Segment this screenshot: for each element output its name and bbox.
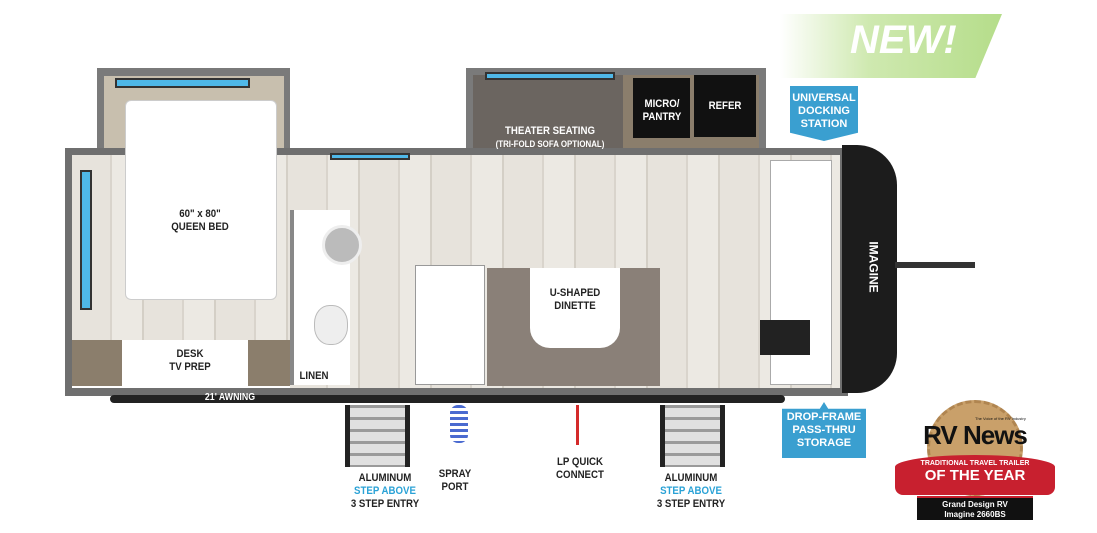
awning-label: 21' AWNING — [204, 392, 256, 403]
shower — [415, 265, 485, 385]
awning — [110, 395, 785, 403]
bed-type: QUEEN BED — [171, 221, 229, 233]
spray-text: SPRAY — [438, 468, 472, 480]
award-line-2: OF THE YEAR — [924, 467, 1026, 484]
toilet — [314, 305, 348, 345]
step-text: ALUMINUM — [358, 472, 412, 484]
micro-text-2: PANTRY — [642, 111, 682, 123]
docking-text: STATION — [800, 118, 848, 130]
sink — [322, 225, 362, 265]
bed-size: 60" x 80" — [179, 208, 221, 220]
model-line-2: Imagine 2660BS — [944, 510, 1006, 519]
tv-prep-text: TV PREP — [169, 361, 211, 373]
window — [80, 170, 92, 310]
dinette-table — [530, 268, 620, 348]
window — [115, 78, 250, 88]
lp-text: LP QUICK — [556, 456, 604, 468]
model-line-1: Grand Design RV — [942, 500, 1008, 509]
step-text: STEP ABOVE — [660, 485, 722, 497]
spray-text: PORT — [441, 481, 469, 493]
step-text: ALUMINUM — [664, 472, 718, 484]
stove — [760, 320, 810, 355]
micro-label: MICRO/PANTRY — [637, 98, 686, 124]
storage-text: STORAGE — [796, 437, 852, 449]
storage-text: PASS-THRU — [792, 424, 856, 436]
step-text: 3 STEP ENTRY — [656, 498, 726, 510]
lp-line — [576, 405, 579, 445]
desk-text: DESK — [176, 348, 204, 360]
badge-brand: RV News — [923, 420, 1028, 450]
badge-model: Grand Design RV Imagine 2660BS — [917, 496, 1033, 520]
badge-tagline: The Voice of the RV Industry — [975, 416, 1026, 421]
nightstand — [72, 340, 122, 386]
docking-text: DOCKING — [798, 105, 850, 117]
entry-step-left — [345, 405, 410, 467]
linen-label: LINEN — [299, 370, 329, 382]
theater-text-2: (TRI-FOLD SOFA OPTIONAL) — [495, 139, 605, 149]
window — [485, 72, 615, 80]
micro-pantry — [633, 78, 690, 138]
storage-text: DROP-FRAME — [786, 411, 862, 423]
window — [330, 153, 410, 160]
refrigerator — [694, 75, 756, 137]
docking-text: UNIVERSAL — [792, 92, 856, 104]
nightstand — [248, 340, 290, 386]
dinette-text-2: DINETTE — [554, 300, 596, 312]
bed-label: 60" x 80"QUEEN BED — [156, 208, 244, 234]
lp-text: CONNECT — [556, 469, 604, 481]
theater-text-1: THEATER SEATING — [504, 125, 595, 137]
front-cap — [842, 145, 897, 393]
spray-port-hose — [450, 405, 468, 443]
step-text: STEP ABOVE — [354, 485, 416, 497]
entry-step-right — [660, 405, 725, 467]
new-banner — [780, 14, 1002, 78]
micro-text-1: MICRO/ — [644, 98, 680, 110]
hitch — [895, 262, 975, 268]
new-label: NEW! — [850, 18, 957, 62]
dinette-text-1: U-SHAPED — [549, 287, 601, 299]
theater-label: THEATER SEATING (TRI-FOLD SOFA OPTIONAL) — [493, 125, 607, 151]
front-cap-logo: IMAGINE — [866, 241, 881, 293]
award-badge: RV News The Voice of the RV Industry TRA… — [895, 400, 1055, 520]
step-text: 3 STEP ENTRY — [350, 498, 420, 510]
refer-label: REFER — [708, 100, 742, 112]
badge-ribbon: TRADITIONAL TRAVEL TRAILER OF THE YEAR — [895, 455, 1055, 495]
award-line-1: TRADITIONAL TRAVEL TRAILER — [920, 460, 1030, 467]
queen-bed — [125, 100, 277, 300]
